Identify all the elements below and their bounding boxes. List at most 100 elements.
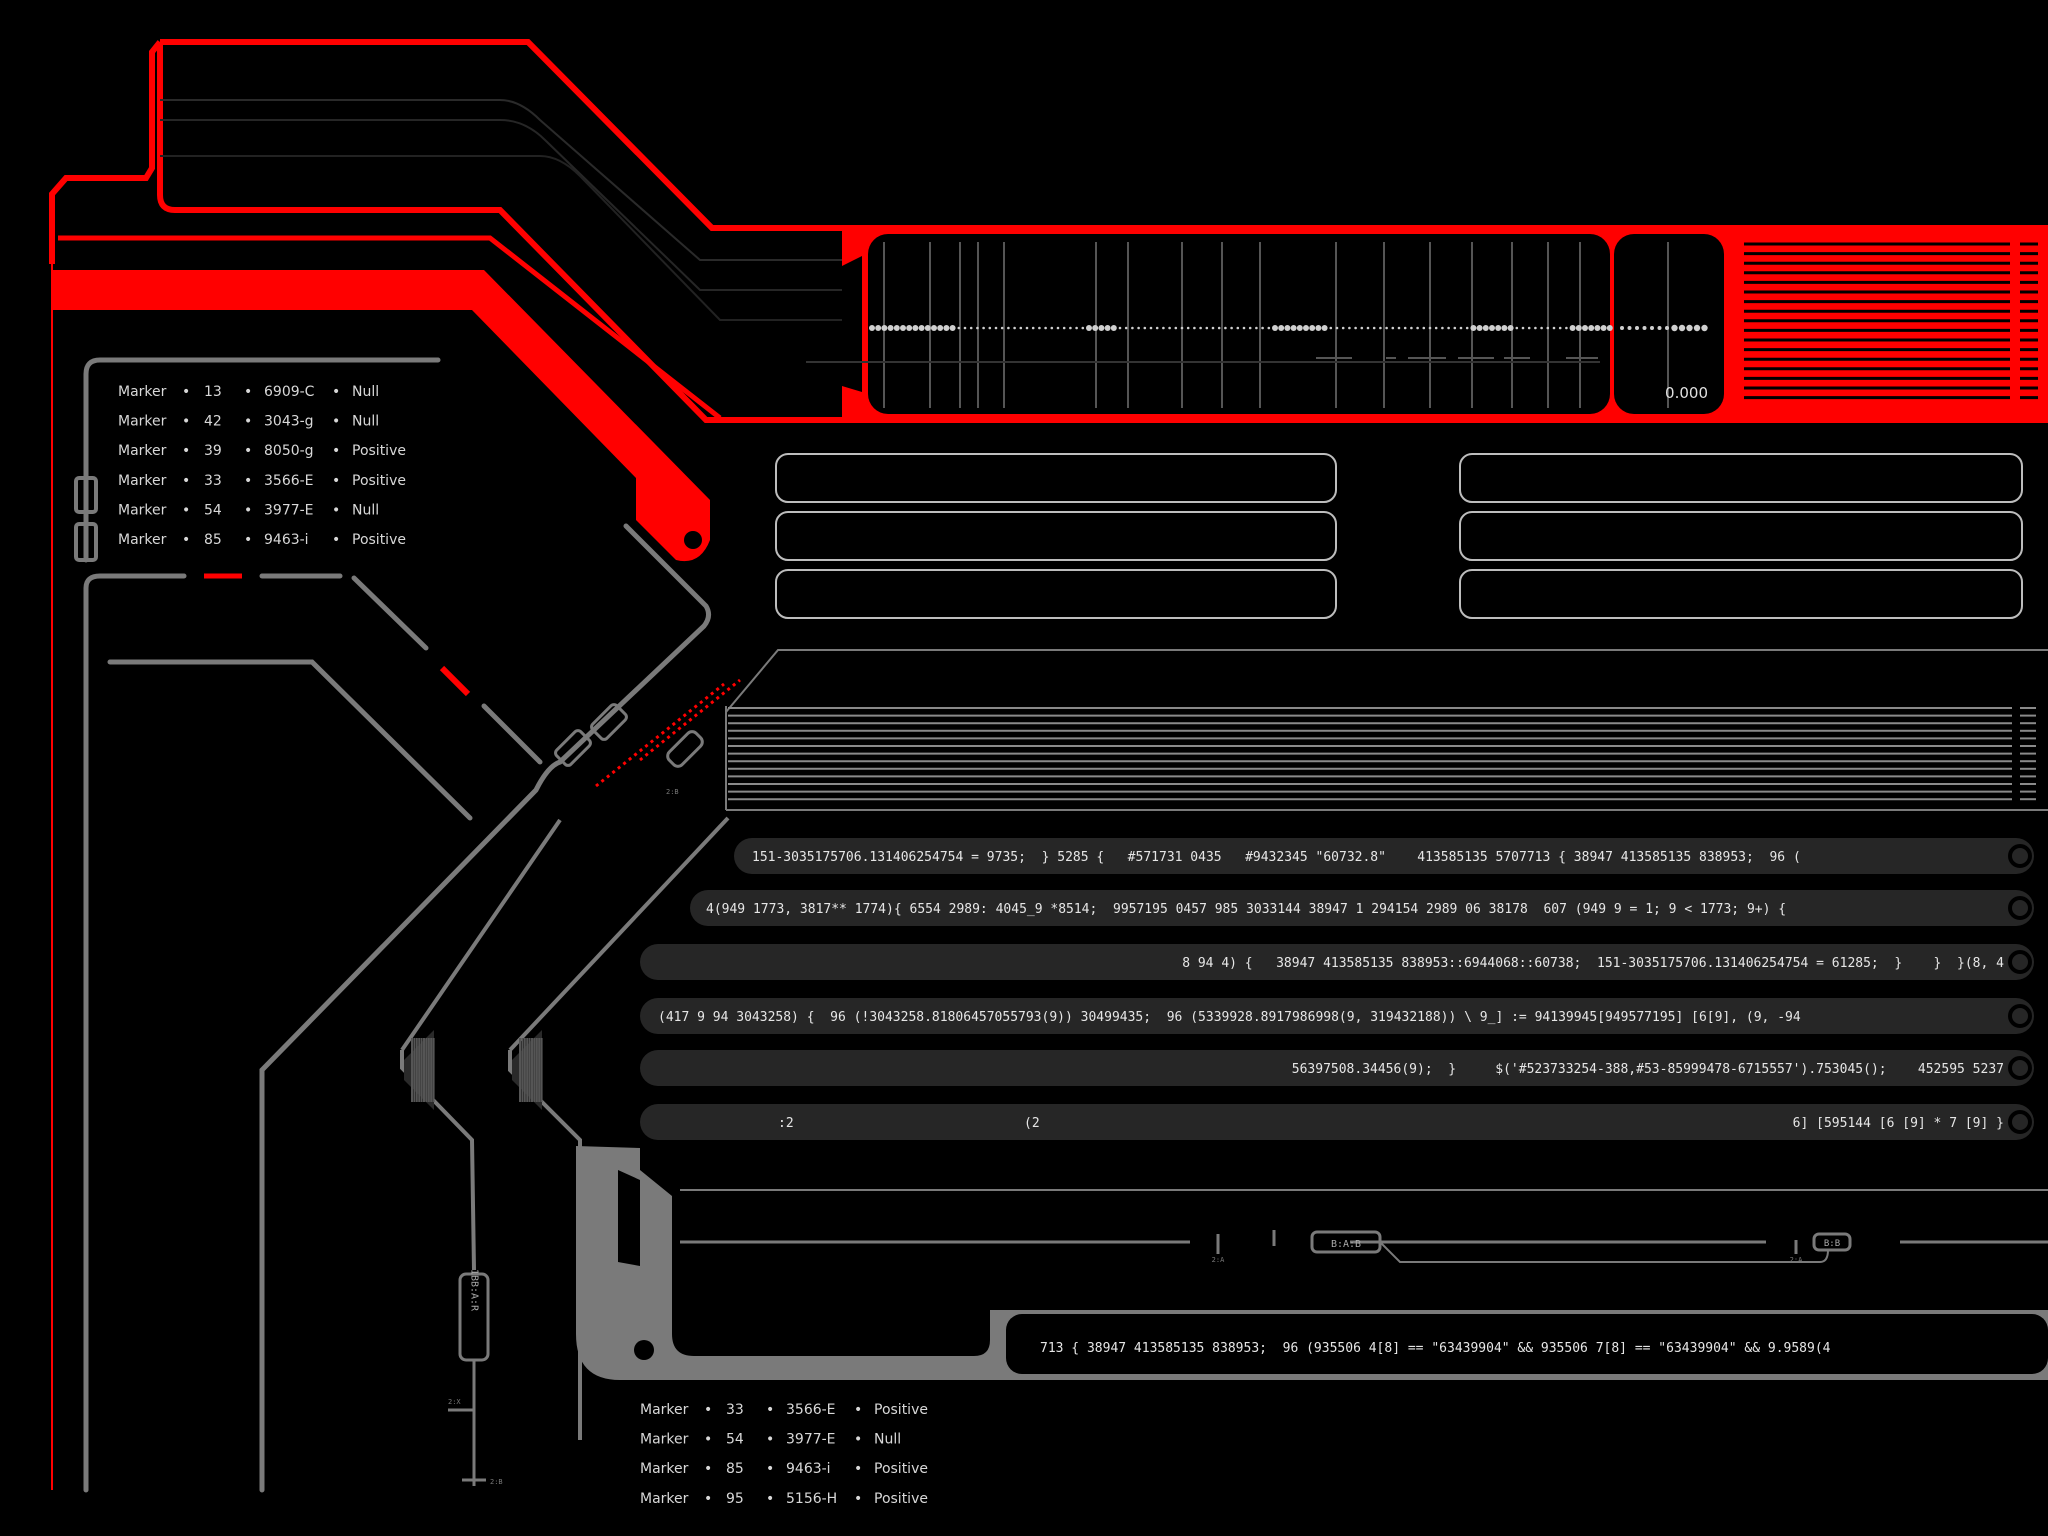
marker-code: 8050-g [264,443,314,459]
wave-dot [1360,326,1364,330]
wave-dot [1546,326,1550,330]
marker-code: 3977-E [786,1432,836,1448]
vertical-tag-label: 1BB:A:R [469,1269,480,1312]
marker-number: 39 [204,443,222,459]
slot-right-1[interactable] [1459,453,2023,503]
marker-row: Marker•85•9463-i•Positive [640,1461,928,1477]
wave-dot [1540,326,1543,330]
diagonal-connectors [554,703,704,768]
wave-dot [1635,326,1639,330]
scan-band [725,649,2048,811]
marker-number: 85 [204,532,222,548]
bullet: • [244,532,252,548]
marker-row: Marker•95•5156-H•Positive [640,1491,928,1507]
marker-status: Positive [352,473,406,489]
marker-row: Marker•42•3043-g•Null [118,414,379,430]
marker-code: 9463-i [786,1461,831,1477]
wave-dot [1267,326,1271,330]
wave-dot [1428,326,1432,330]
bullet: • [766,1491,774,1507]
wave-dot [1335,326,1339,330]
slot-left-3[interactable] [775,569,1337,619]
wave-dot [1476,325,1483,331]
marker-status: Null [352,384,379,400]
wave-dot [881,325,888,331]
wave-dot [1627,326,1632,330]
marker-number: 95 [726,1491,744,1507]
wave-dot [1272,325,1278,331]
marker-label: Marker [118,384,167,400]
wave-dot [1013,326,1016,330]
wave-dot [1168,326,1171,330]
marker-number: 33 [204,473,222,489]
wave-dot [1416,326,1419,330]
bullet: • [854,1402,862,1418]
bullet: • [766,1432,774,1448]
wave-dot [1569,325,1576,331]
wave-dot [1403,326,1407,330]
marker-row: Marker•13•6909-C•Null [118,384,379,400]
marker-label: Marker [640,1432,689,1448]
wave-dot [1642,326,1647,330]
wave-dot [1110,325,1117,331]
slot-right-2[interactable] [1459,511,2023,561]
wave-dot [969,326,973,330]
wave-dot [1075,326,1078,330]
wave-dot [1348,326,1351,330]
wave-dot [1366,326,1370,330]
code-line-6: 6] [595144 [6 [9] * 7 [9] } [1793,1116,2004,1131]
wave-dot [1050,326,1054,330]
marker-status: Null [874,1432,901,1448]
wave-dot [1665,326,1669,330]
wave-dot [1137,326,1140,330]
marker-label: Marker [118,443,167,459]
wave-dot [1686,324,1693,332]
wave-dot [1092,325,1099,331]
marker-status: Null [352,502,379,518]
marker-label: Marker [640,1491,689,1507]
code-bar-6 [640,1104,2034,1140]
wave-dot [924,325,931,331]
wave-dot [1575,325,1582,331]
wave-dot [1459,326,1463,330]
wave-dot [1582,325,1588,331]
code-bar-1 [734,838,2034,874]
wave-dot [1354,326,1357,330]
slot-left-2[interactable] [775,511,1337,561]
marker-list-top: Marker•13•6909-C•NullMarker•42•3043-g•Nu… [118,384,406,548]
bullet: • [182,532,190,548]
slot-grid[interactable] [775,453,2023,619]
marker-number: 33 [726,1402,744,1418]
bullet: • [244,502,252,518]
code-line-5: 56397508.34456(9); } $('#523733254-388,#… [1292,1062,2004,1077]
marker-status: Positive [874,1402,928,1418]
wave-dot [1255,326,1258,330]
wave-dot [1341,326,1345,330]
wave-dot [1248,326,1252,330]
slot-left-1[interactable] [775,453,1337,503]
stepped-shapes [400,816,730,1486]
bullet: • [332,473,340,489]
wave-dot [1019,326,1023,330]
wave-dot [1186,326,1190,330]
slot-right-3[interactable] [1459,569,2023,619]
wave-dot [1199,326,1202,330]
code-line-2: 4(949 1773, 3817** 1774){ 6554 2989: 404… [706,902,1786,917]
wave-dot [1284,325,1291,331]
wave-dot [1309,325,1316,331]
wave-dot [1489,325,1495,331]
wave-dot [1143,326,1147,330]
wave-dot [1385,326,1388,330]
wave-dot [1025,326,1029,330]
marker-code: 3566-E [264,473,314,489]
bullet: • [332,414,340,430]
waveform-panel [868,234,1610,414]
marker-label: Marker [640,1461,689,1477]
wave-dot [1124,326,1128,330]
comb-tooth [946,1272,986,1356]
wave-dot [1391,326,1395,330]
marker-number: 54 [204,502,222,518]
wave-dot [1534,326,1537,330]
marker-row: Marker•39•8050-g•Positive [118,443,406,459]
code-line-6-fragment-a: :2 [778,1116,794,1131]
